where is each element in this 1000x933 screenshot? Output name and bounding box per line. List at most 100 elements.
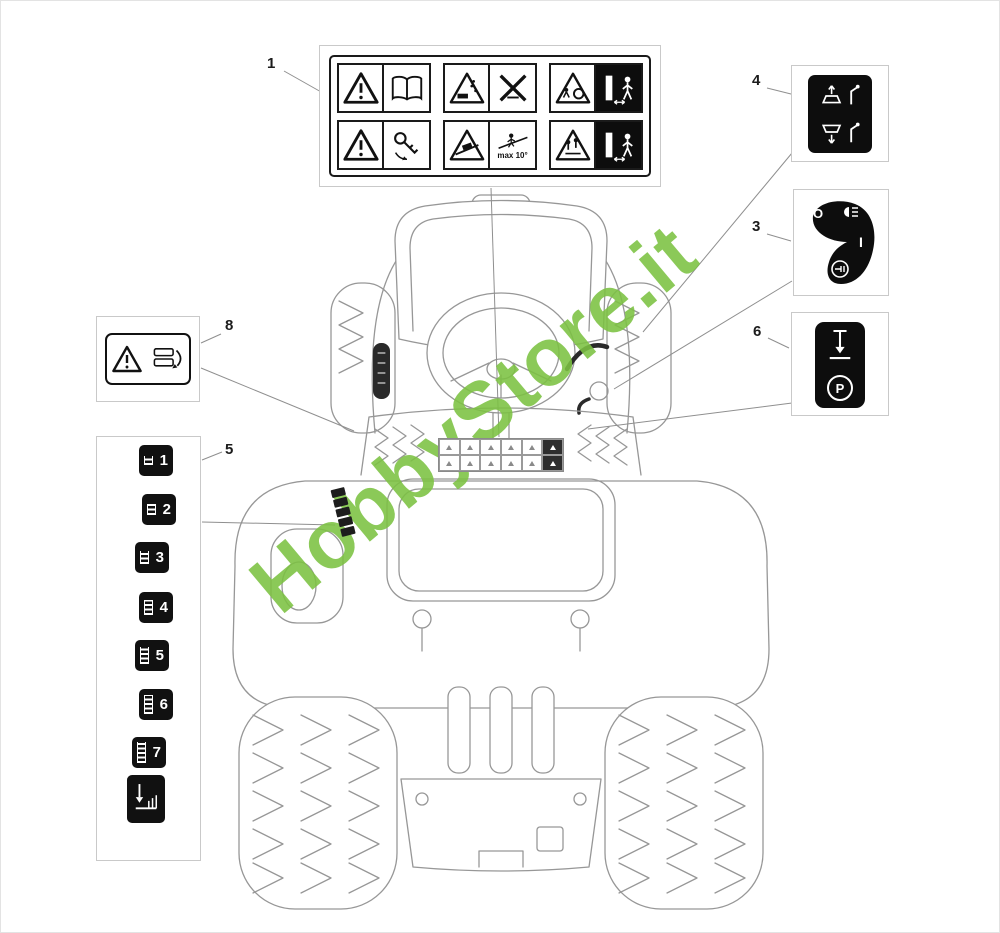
gear-position-6: 6	[139, 689, 173, 720]
parking-brake-decal[interactable]: P	[791, 312, 889, 416]
pictogram-cell	[490, 62, 537, 113]
warning-group	[443, 62, 537, 113]
safety-warning-panel: max 10°	[329, 55, 651, 177]
pictogram-cell	[549, 119, 596, 170]
dash-mini-warning-decal	[438, 438, 564, 472]
gear-number: 3	[155, 549, 164, 566]
gear-number: 6	[159, 696, 168, 713]
pictogram-cell	[384, 119, 431, 170]
pictogram-cell	[596, 119, 643, 170]
gear-gauge-icon	[140, 647, 149, 664]
mini-pictogram	[480, 455, 501, 471]
warning-group	[337, 119, 431, 170]
hood-right-edge	[598, 250, 631, 434]
belt-engage-icon	[153, 348, 182, 369]
belt-warning-decal[interactable]	[96, 316, 200, 402]
warning-group	[549, 119, 643, 170]
cutting-height-icon	[135, 784, 158, 810]
mini-pictogram	[521, 439, 543, 455]
parking-brake-circle-icon: P	[827, 375, 853, 401]
callout-4[interactable]: 4	[752, 72, 761, 89]
safety-warning-decal[interactable]: max 10°	[319, 45, 661, 187]
max-slope-text: max 10°	[497, 150, 528, 160]
pictogram-cell	[596, 62, 643, 113]
callout-5[interactable]: 5	[225, 441, 234, 458]
pictogram-cell: max 10°	[490, 119, 537, 170]
gear-gauge-icon	[144, 695, 153, 714]
gear-position-2: 2	[142, 494, 176, 525]
mini-pictogram	[500, 439, 522, 455]
mini-pictogram	[459, 455, 481, 471]
mini-pictogram	[439, 439, 460, 455]
warning-group: max 10°	[443, 119, 537, 170]
gear-gauge-icon	[137, 742, 146, 763]
no-hands-cross-icon	[498, 73, 527, 102]
engine-start-icon	[831, 260, 849, 278]
remove-key-icon	[393, 131, 418, 160]
mini-pictogram	[439, 455, 460, 471]
fender-decal-strip	[373, 343, 390, 399]
warning-group	[337, 62, 431, 113]
deck-lower-icon	[821, 122, 860, 144]
callout-8[interactable]: 8	[225, 317, 234, 334]
gear-gauge-icon	[144, 600, 153, 615]
gear-gauge-icon	[144, 456, 153, 465]
ignition-key-decal[interactable]: O I	[793, 189, 889, 296]
mini-pictogram	[500, 455, 522, 471]
rear-plate	[400, 778, 602, 872]
gear-position-1: 1	[139, 445, 173, 476]
hood-left-edge	[371, 250, 404, 434]
key-off-label: O	[813, 206, 824, 221]
belt-guards	[447, 686, 555, 774]
front-wheel-right	[606, 282, 672, 434]
no-riders-warning-icon	[555, 129, 590, 160]
dash-panel	[360, 407, 642, 476]
deck-lift-panel	[808, 75, 872, 153]
rear-body	[232, 478, 770, 709]
callout-1[interactable]: 1	[267, 55, 276, 72]
gear-number: 4	[159, 599, 168, 616]
gear-number: 5	[155, 647, 164, 664]
parking-brake-panel: P	[815, 322, 865, 408]
gear-gauge-icon	[147, 504, 156, 515]
key-positions-shape	[812, 201, 875, 284]
gear-position-3: 3	[135, 542, 169, 573]
callout-6[interactable]: 6	[753, 323, 762, 340]
max-slope-figure-icon	[497, 132, 528, 149]
headlight-icon	[844, 207, 858, 217]
callout-3[interactable]: 3	[752, 218, 761, 235]
throttle-lever	[564, 343, 610, 372]
mini-pictogram	[480, 439, 501, 455]
warning-triangle-icon	[342, 128, 379, 161]
gear-position-decal[interactable]: 1 2 3 4 5 6 7	[96, 436, 201, 861]
pictogram-cell	[384, 62, 431, 113]
pictogram-cell	[337, 62, 384, 113]
mini-pictogram	[542, 439, 563, 455]
parking-brake-symbol: P	[835, 380, 845, 396]
warning-row-2: max 10°	[331, 119, 649, 170]
gear-number: 1	[159, 452, 168, 469]
thrown-objects-warning-icon	[449, 72, 484, 103]
deck-raise-icon	[821, 85, 860, 105]
warning-group	[549, 62, 643, 113]
slope-warning-icon	[449, 129, 484, 160]
mini-pictogram	[521, 455, 543, 471]
gear-position-5: 5	[135, 640, 169, 671]
gear-position-7: 7	[132, 737, 166, 768]
belt-warning-panel	[105, 333, 191, 385]
pictogram-cell	[337, 119, 384, 170]
gear-number: 7	[152, 744, 161, 761]
mini-pictogram	[459, 439, 481, 455]
warning-triangle-icon	[342, 71, 379, 104]
front-wheel-left	[330, 282, 396, 434]
ignition-key-panel: O I	[799, 196, 883, 291]
key-on-label: I	[859, 234, 863, 250]
pictogram-cell	[443, 119, 490, 170]
rear-wheel-left	[238, 696, 398, 910]
mini-pictogram	[542, 455, 563, 471]
deck-lift-decal[interactable]	[791, 65, 889, 162]
gear-position-4: 4	[139, 592, 173, 623]
keep-distance-icon	[605, 132, 633, 162]
